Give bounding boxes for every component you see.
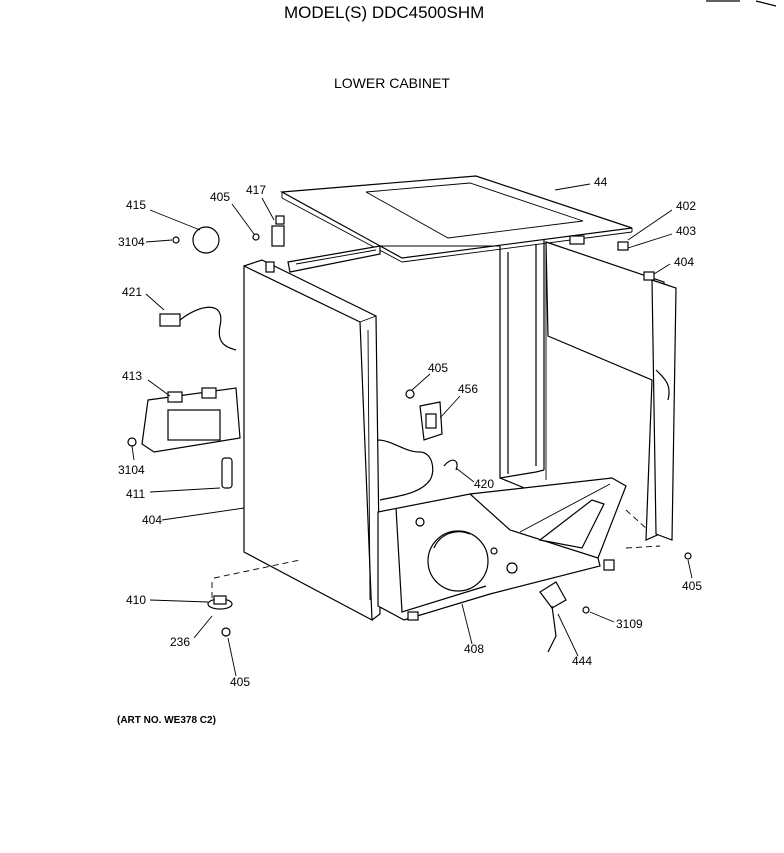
page-title: MODEL(S) DDC4500SHM [284, 3, 485, 22]
drum-light-cover-part [192, 226, 220, 254]
callout-label: 404 [674, 255, 694, 269]
callout-label: 405 [428, 361, 448, 375]
right-side-panel-part [545, 235, 677, 541]
spring-clip-part [443, 459, 458, 471]
callout-label: 3109 [616, 617, 643, 631]
callout-label: 417 [246, 183, 266, 197]
terminal-block-bracket-part [141, 387, 241, 453]
callout-label: 410 [126, 593, 146, 607]
callout-label: 420 [474, 477, 494, 491]
floor-guide-dash [625, 545, 661, 549]
callout-label: 405 [682, 579, 702, 593]
clip-part [617, 241, 655, 281]
sensor-harness-part [539, 581, 567, 653]
thermal-fuse-part [221, 457, 233, 489]
callout-leaders [131, 183, 693, 677]
callout-label: 404 [142, 513, 162, 527]
art-number: (ART NO. WE378 C2) [117, 715, 216, 726]
callout-label: 44 [594, 175, 608, 189]
front-base-panel-part [377, 493, 615, 621]
callout-label: 236 [170, 635, 190, 649]
power-cord-part [159, 306, 237, 351]
bulkhead-bracket-part [468, 477, 627, 559]
mounting-bracket-part [419, 401, 443, 441]
top-cover-part [279, 175, 633, 263]
callout-label: 413 [122, 369, 142, 383]
callout-label: 456 [458, 382, 478, 396]
callout-label: 408 [464, 642, 484, 656]
callout-label: 3104 [118, 235, 145, 249]
door-switch-part [271, 215, 285, 247]
floor-guide-dash [625, 509, 649, 531]
screw-part [127, 233, 692, 637]
callout-label: 415 [126, 198, 146, 212]
leveling-leg-part [207, 595, 233, 610]
callout-label: 411 [126, 487, 145, 501]
section-title: LOWER CABINET [334, 75, 450, 91]
top-rail-part [287, 245, 381, 273]
callout-label: 405 [210, 190, 230, 204]
left-side-panel-part [243, 259, 381, 622]
callout-label: 421 [122, 285, 142, 299]
callout-label: 444 [572, 654, 592, 668]
callout-label: 403 [676, 224, 696, 238]
top-edge-mark [755, 0, 777, 7]
callout-label: 402 [676, 199, 696, 213]
floor-guide-dash [213, 559, 301, 579]
callout-label: 3104 [118, 463, 145, 477]
rear-frame-part [377, 240, 545, 501]
callout-label: 405 [230, 675, 250, 689]
